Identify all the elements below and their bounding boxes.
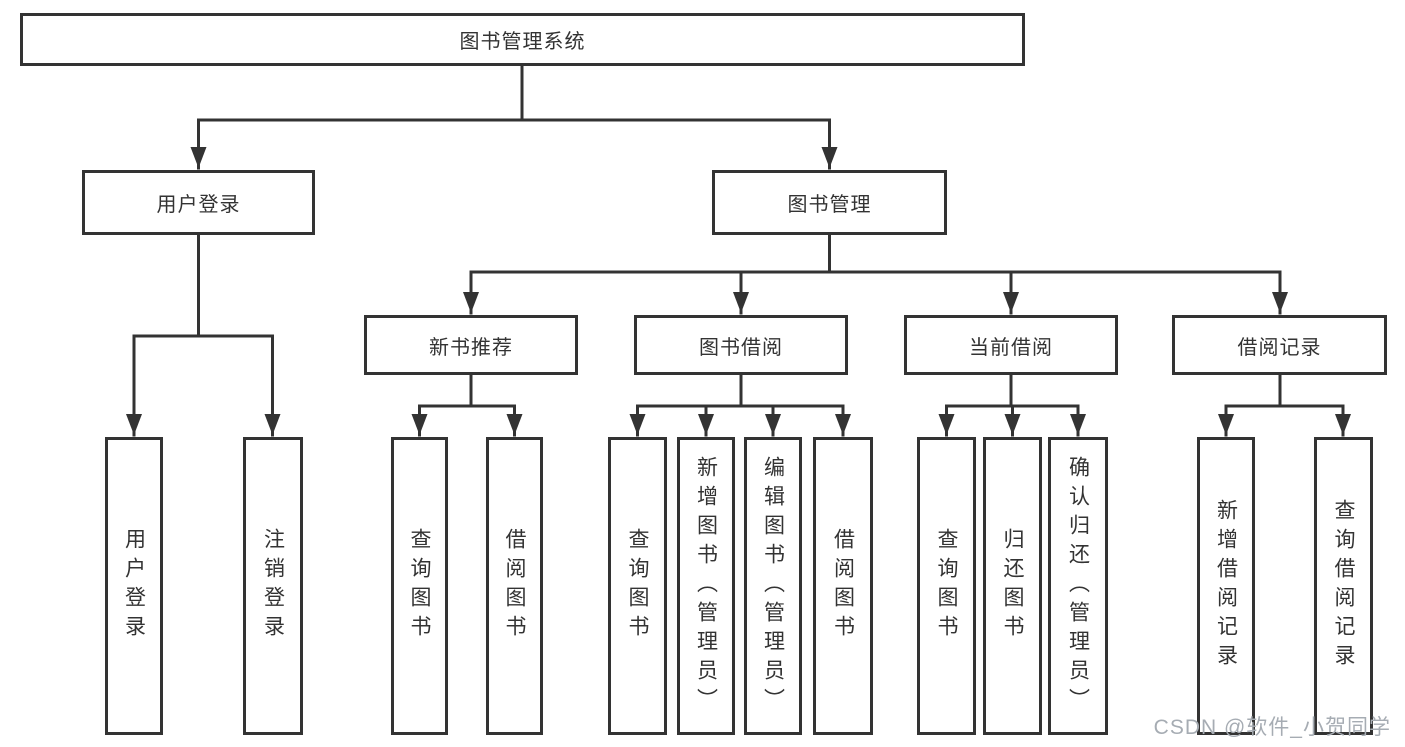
node-new-book-recommendation: 新书推荐 — [364, 315, 578, 375]
node-br-add-record: 新增借阅记录 — [1197, 437, 1255, 735]
current-borrowing-connectors — [938, 373, 1086, 437]
node-cb-return-books: 归还图书 — [983, 437, 1042, 735]
user-login-branch-connectors — [126, 233, 281, 437]
node-nbr-query-books: 查询图书 — [391, 437, 448, 735]
node-bb-edit-books-admin: 编辑图书（管理员） — [744, 437, 802, 735]
node-nbr-borrow-books: 借阅图书 — [486, 437, 543, 735]
root-connectors — [190, 63, 838, 170]
node-borrowing-records: 借阅记录 — [1172, 315, 1387, 375]
borrowing-records-connectors — [1218, 373, 1351, 437]
node-bb-add-books-admin: 新增图书（管理员） — [677, 437, 735, 735]
node-cb-confirm-return-admin: 确认归还（管理员） — [1048, 437, 1108, 735]
node-book-management-module: 图书管理 — [712, 170, 947, 235]
node-current-borrowing: 当前借阅 — [904, 315, 1118, 375]
node-user-login-module: 用户登录 — [82, 170, 315, 235]
csdn-watermark: CSDN @软件_小贺同学 — [1153, 716, 1391, 739]
node-br-query-record: 查询借阅记录 — [1314, 437, 1373, 735]
node-library-management-system: 图书管理系统 — [20, 13, 1025, 66]
new-book-recommendation-connectors — [411, 373, 523, 437]
node-cb-query-books: 查询图书 — [917, 437, 976, 735]
node-bb-borrow-books: 借阅图书 — [813, 437, 873, 735]
book-management-branch-connectors — [463, 233, 1288, 315]
node-user-login: 用户登录 — [105, 437, 163, 735]
node-logout: 注销登录 — [243, 437, 303, 735]
book-borrowing-connectors — [629, 373, 851, 437]
node-book-borrowing: 图书借阅 — [634, 315, 848, 375]
node-bb-query-books: 查询图书 — [608, 437, 667, 735]
